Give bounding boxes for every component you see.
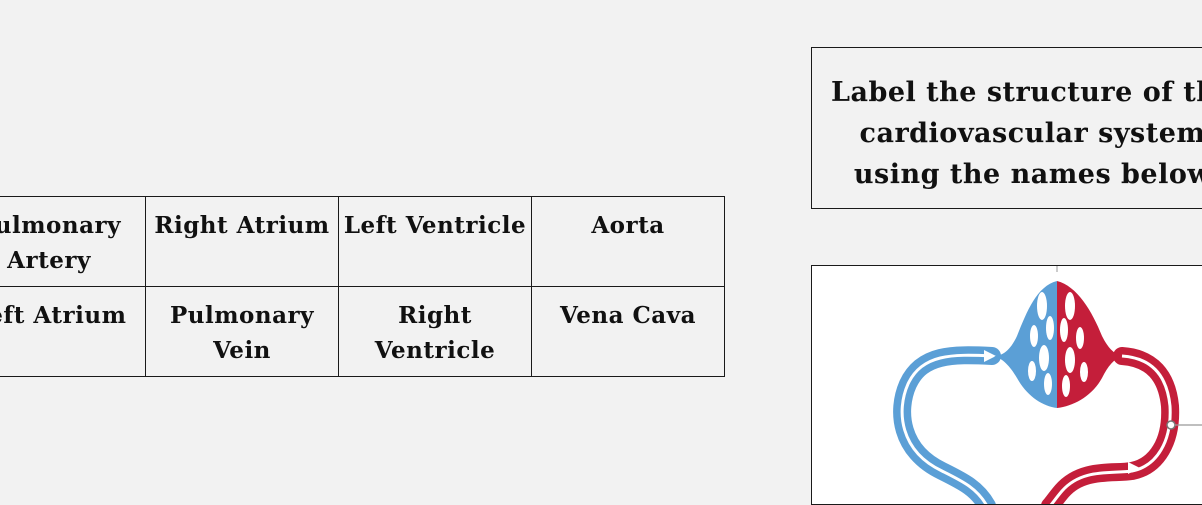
name-cell: Left Atrium [0, 286, 146, 377]
circulation-diagram [811, 265, 1202, 505]
label-pointer-dot [1166, 420, 1176, 430]
instruction-box: Label the structure of the cardiovascula… [811, 47, 1202, 209]
capillary-gaps [1028, 292, 1088, 397]
table-row: Left Atrium Pulmonary Vein Right Ventric… [0, 286, 725, 377]
name-cell: Vena Cava [531, 286, 725, 377]
deoxygenated-vessel [893, 346, 1001, 504]
name-cell: Right Atrium [145, 196, 339, 287]
names-table: Pulmonary Artery Right Atrium Left Ventr… [0, 196, 725, 377]
flow-arrow-icon [1128, 462, 1140, 474]
table-row: Pulmonary Artery Right Atrium Left Ventr… [0, 196, 725, 287]
name-cell: Left Ventricle [338, 196, 532, 287]
name-cell: Pulmonary Artery [0, 196, 146, 287]
circulation-svg [893, 266, 1202, 504]
name-cell: Pulmonary Vein [145, 286, 339, 377]
name-cell: Aorta [531, 196, 725, 287]
instruction-text: Label the structure of the cardiovascula… [830, 77, 1202, 190]
flow-arrow-icon [984, 350, 996, 362]
name-cell: Right Ventricle [338, 286, 532, 377]
